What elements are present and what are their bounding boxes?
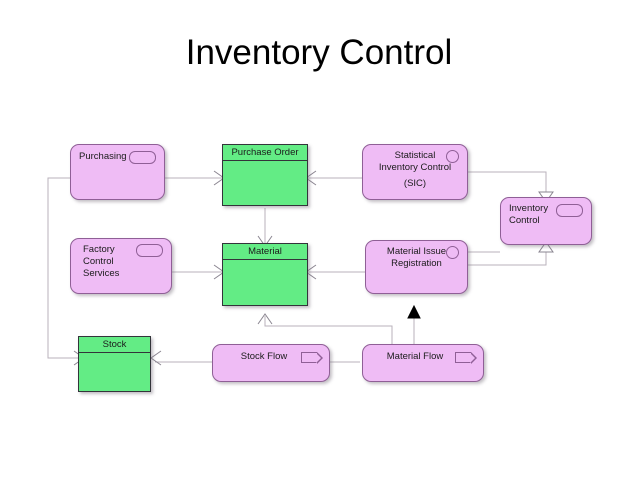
node-inventory-control-label: Inventory Control [509, 203, 549, 226]
generalization-arrow-bottom [538, 241, 554, 253]
node-material-issue-registration-label: Material Issue Registration [386, 246, 447, 269]
node-purchase-order-label: Purchase Order [223, 145, 307, 161]
node-material[interactable]: Material [222, 243, 308, 306]
oval-icon [129, 151, 156, 164]
oval-icon [556, 204, 583, 217]
node-material-label: Material [223, 244, 307, 260]
composition-arrow [407, 304, 421, 319]
node-stock-label: Stock [79, 337, 150, 353]
node-stock-flow[interactable]: Stock Flow [212, 344, 330, 382]
node-material-flow[interactable]: Material Flow [362, 344, 484, 382]
node-stock[interactable]: Stock [78, 336, 151, 392]
node-stock-flow-label: Stock Flow [240, 351, 288, 362]
node-factory-control-services[interactable]: Factory Control Services [70, 238, 172, 294]
node-factory-control-services-label: Factory Control Services [83, 244, 120, 279]
node-purchase-order[interactable]: Purchase Order [222, 144, 308, 206]
node-material-issue-registration[interactable]: Material Issue Registration [365, 240, 468, 294]
node-statistical-inventory-control[interactable]: Statistical Inventory Control (SIC) [362, 144, 468, 200]
node-material-flow-label: Material Flow [386, 351, 444, 362]
node-statistical-inventory-control-sublabel: (SIC) [403, 178, 427, 189]
flag-icon [455, 352, 477, 364]
node-material-body [223, 260, 307, 305]
circle-icon [446, 246, 459, 259]
node-purchasing[interactable]: Purchasing [70, 144, 165, 200]
node-inventory-control[interactable]: Inventory Control [500, 197, 592, 245]
page-title: Inventory Control [185, 33, 453, 72]
node-statistical-inventory-control-label: Statistical Inventory Control [378, 150, 452, 173]
node-purchase-order-body [223, 161, 307, 205]
circle-icon [446, 150, 459, 163]
oval-icon [136, 244, 163, 257]
flag-icon [301, 352, 323, 364]
node-purchasing-label: Purchasing [79, 151, 127, 162]
node-stock-body [79, 353, 150, 391]
